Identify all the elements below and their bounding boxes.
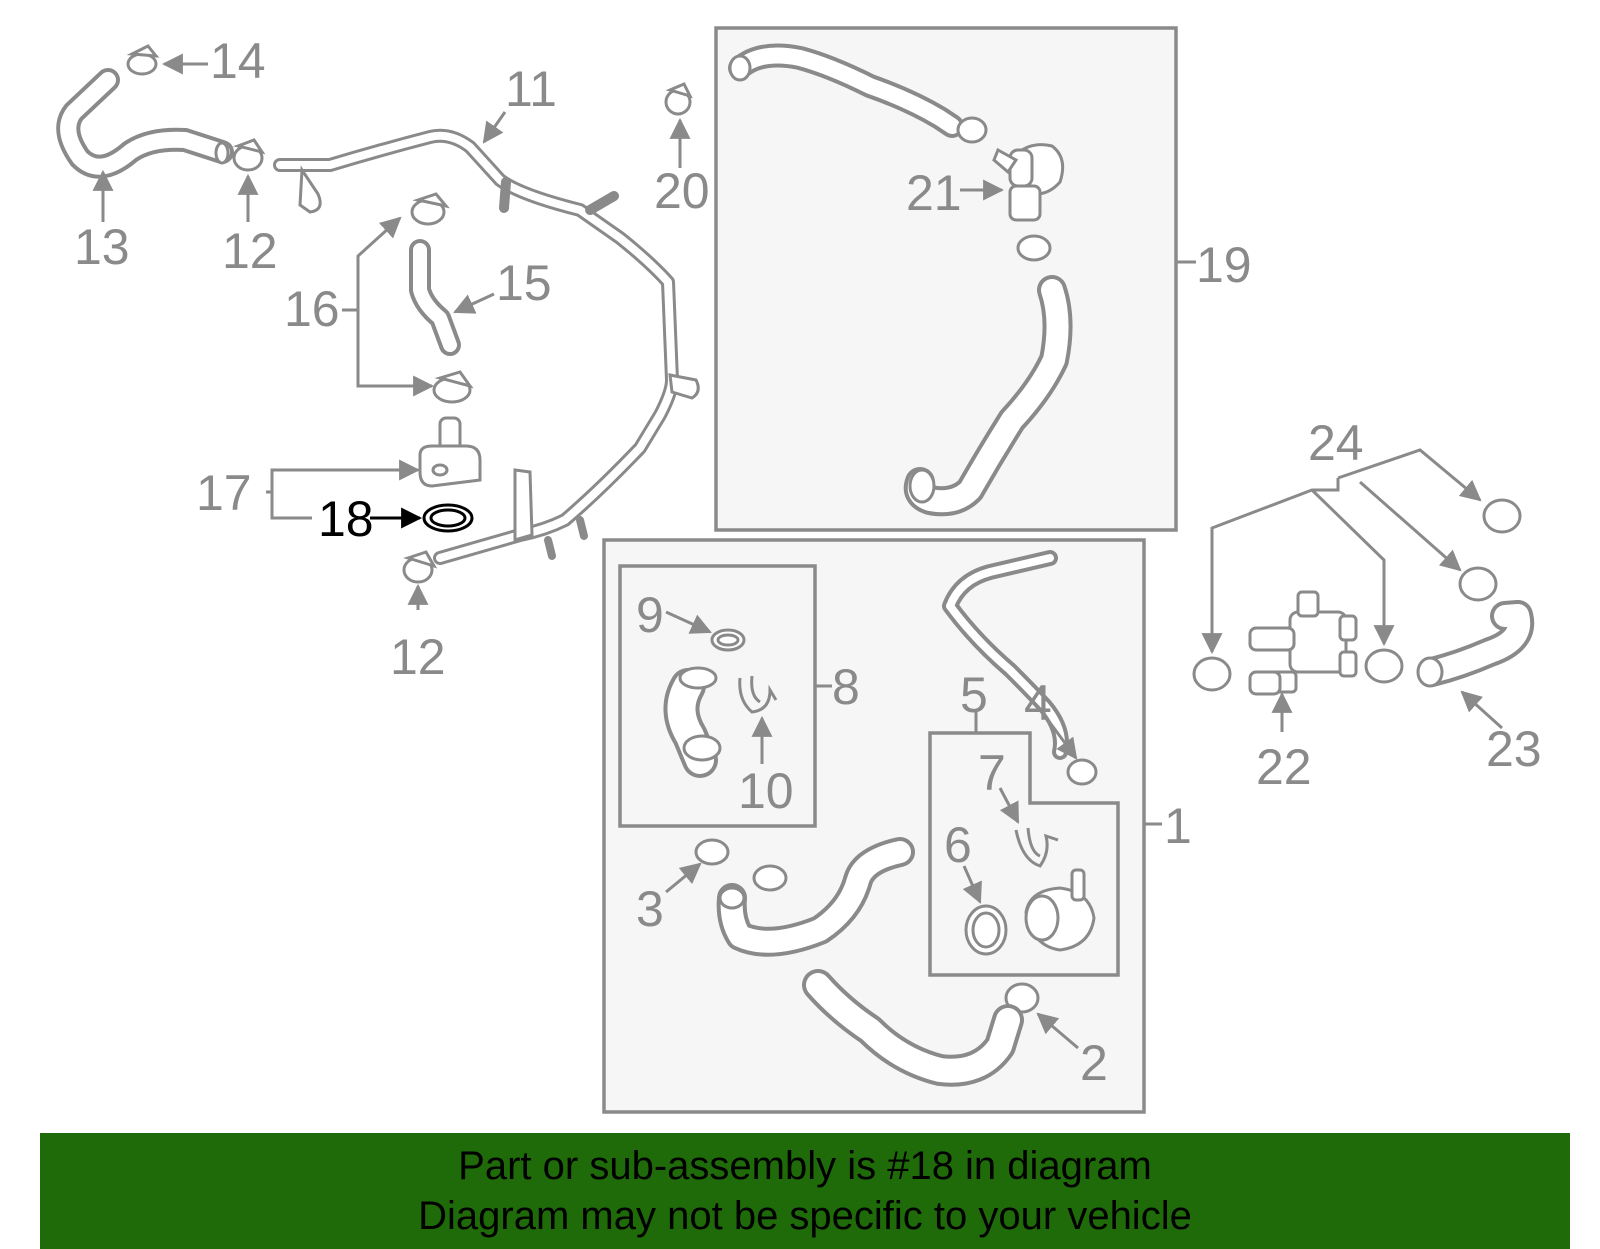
o-ring-18-part (422, 503, 474, 533)
clamp-19-a-part (956, 116, 988, 144)
valve-21-part (992, 143, 1065, 222)
callout-12-lower: 12 (390, 629, 446, 685)
callout-9: 9 (636, 587, 664, 643)
callout-23: 23 (1486, 721, 1542, 777)
group-5-box (928, 731, 1120, 977)
housing-17-part (418, 416, 482, 488)
callout-5: 5 (960, 667, 988, 723)
hose-1-mid-part (716, 837, 915, 957)
clip-7-part (1014, 827, 1059, 868)
callout-10: 10 (738, 763, 794, 819)
callout-20: 20 (654, 163, 710, 219)
hose-15-part (409, 239, 461, 356)
group-8-box (618, 564, 817, 828)
clamp-24-a-part (1192, 656, 1232, 692)
valve-22-part (1248, 590, 1358, 696)
group-19-box (714, 26, 1178, 532)
clamp-4-part (1066, 758, 1098, 786)
clamp-1-mid-part (752, 864, 788, 892)
callout-3: 3 (636, 881, 664, 937)
hose-23-part (1416, 600, 1535, 688)
clamp-16-upper-part (410, 192, 450, 226)
callout-1: 1 (1164, 798, 1192, 854)
clamp-14-part (126, 44, 160, 76)
clip-10-part (738, 675, 778, 714)
callout-6: 6 (944, 817, 972, 873)
pipe-11-part (273, 128, 700, 565)
callout-18: 18 (318, 491, 374, 547)
clamp-3-part (694, 838, 730, 866)
clamp-19-b-part (1016, 234, 1052, 262)
callout-12-upper: 12 (222, 223, 278, 279)
o-ring-6-part (964, 904, 1008, 956)
callout-2: 2 (1080, 1035, 1108, 1091)
callout-21: 21 (906, 165, 962, 221)
pipe-1-part (942, 550, 1069, 760)
hose-2-part (802, 969, 1024, 1087)
callout-11: 11 (505, 61, 557, 117)
callout-15: 15 (496, 255, 552, 311)
hose-13-part (56, 68, 234, 179)
clamp-20-part (664, 82, 693, 116)
clamp-24-d-part (1482, 498, 1522, 534)
clamp-12-upper-part (232, 138, 266, 172)
clamp-24-c-part (1458, 566, 1498, 602)
o-ring-9-part (710, 628, 746, 652)
pump-5-part (1024, 868, 1096, 952)
callout-13: 13 (74, 219, 130, 275)
clamp-2-part (1004, 982, 1040, 1014)
callout-22: 22 (1256, 739, 1312, 795)
callout-7: 7 (978, 745, 1006, 801)
callout-4: 4 (1024, 675, 1052, 731)
callout-8: 8 (832, 659, 860, 715)
banner-line-1: Part or sub-assembly is #18 in diagram (458, 1144, 1152, 1188)
callout-17: 17 (196, 465, 252, 521)
clamp-24-b-part (1364, 648, 1404, 684)
leader-lines (92, 53, 1504, 1050)
hose-19-upper-part (728, 43, 964, 138)
banner-line-2: Diagram may not be specific to your vehi… (418, 1194, 1192, 1238)
callout-14: 14 (210, 33, 266, 89)
clamp-16-lower-part (432, 370, 474, 404)
info-banner: Part or sub-assembly is #18 in diagram D… (40, 1133, 1570, 1249)
callout-19: 19 (1196, 237, 1252, 293)
hose-19-lower-part (903, 275, 1073, 517)
callout-16: 16 (284, 281, 340, 337)
callout-24: 24 (1308, 415, 1364, 471)
elbow-8-part (663, 666, 722, 778)
clamp-12-lower-part (402, 550, 438, 584)
